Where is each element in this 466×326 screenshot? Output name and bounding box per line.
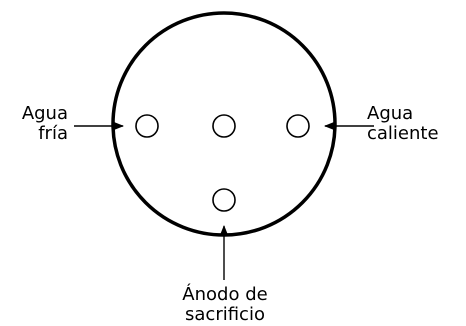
- cold-water-port: [135, 114, 159, 138]
- cold-water-label: Agua fría: [6, 104, 68, 144]
- cold-water-label-line2: fría: [38, 123, 68, 144]
- anode-label: Ánodo de sacrificio: [150, 285, 300, 325]
- center-port: [212, 114, 236, 138]
- hot-water-label-line2: caliente: [367, 123, 439, 144]
- hot-water-label-line1: Agua: [367, 103, 414, 124]
- anode-port: [212, 188, 236, 212]
- tank-outline: [111, 11, 337, 237]
- anode-label-line2: sacrificio: [185, 304, 265, 325]
- anode-label-line1: Ánodo de: [182, 284, 268, 305]
- hot-water-port: [286, 114, 310, 138]
- cold-water-label-line1: Agua: [21, 103, 68, 124]
- hot-water-label: Agua caliente: [367, 104, 439, 144]
